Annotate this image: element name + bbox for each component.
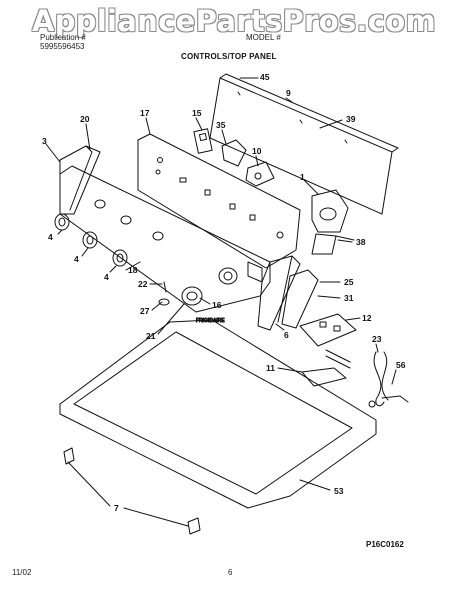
part-label-27: 27 [140, 306, 150, 316]
switch-15 [193, 128, 213, 154]
foot-7-left [63, 447, 75, 465]
part-label-4b: 4 [74, 254, 79, 264]
part-label-25: 25 [344, 277, 354, 287]
control-console [59, 165, 271, 313]
part-label-20: 20 [80, 114, 90, 124]
diagram-code: P16C0162 [366, 540, 404, 549]
part-label-11: 11 [266, 363, 275, 373]
part-label-56: 56 [396, 360, 406, 370]
publication-number: 5995596453 [40, 42, 85, 51]
part-label-38: 38 [356, 237, 366, 247]
part-label-16: 16 [212, 300, 222, 310]
harness-23 [373, 351, 385, 407]
part-27 [158, 298, 170, 306]
part-label-7: 7 [114, 503, 119, 513]
control-panel-back [137, 133, 301, 269]
part-label-17: 17 [140, 108, 150, 118]
part-labels: 45 9 39 20 17 15 35 10 1 3 38 25 31 12 1… [42, 72, 406, 513]
part-label-1: 1 [300, 172, 305, 182]
timer-10 [245, 161, 275, 187]
part-label-4a: 4 [48, 232, 53, 242]
board-12 [299, 313, 357, 347]
model-label: MODEL # [246, 33, 281, 42]
part-label-10: 10 [252, 146, 262, 156]
cover-31 [281, 269, 319, 329]
bracket-38 [311, 233, 337, 255]
part-label-3: 3 [42, 136, 47, 146]
motor-1 [311, 189, 349, 233]
watermark-logo: AppliancePartsPros.com [31, 4, 437, 38]
part-label-45: 45 [260, 72, 270, 82]
foot-7-right [187, 517, 201, 535]
part-label-9: 9 [286, 88, 291, 98]
publication-label: Publication # [40, 33, 86, 42]
svg-text:FRIGIDAIRE: FRIGIDAIRE [196, 318, 225, 324]
knob-4a [54, 213, 70, 231]
part-label-12: 12 [362, 313, 372, 323]
knob-16 [181, 286, 203, 306]
rear-panel [209, 77, 393, 215]
part-label-53: 53 [334, 486, 344, 496]
part-label-21: 21 [146, 331, 156, 341]
part-label-6: 6 [284, 330, 289, 340]
part-label-15: 15 [192, 108, 202, 118]
part-label-23: 23 [372, 334, 382, 344]
end-cap-left [59, 145, 101, 215]
switch-35 [221, 139, 247, 167]
part-label-4c: 4 [104, 272, 109, 282]
part-label-22: 22 [138, 279, 148, 289]
knob-4c [112, 249, 128, 267]
top-panel [59, 319, 377, 509]
footer-page: 6 [228, 568, 233, 577]
part-label-18: 18 [128, 265, 138, 275]
knob-4b [82, 231, 98, 249]
part-label-39: 39 [346, 114, 356, 124]
bracket-11 [301, 367, 347, 387]
cord-56 [381, 395, 409, 403]
section-title: CONTROLS/TOP PANEL [181, 52, 277, 61]
part-label-35: 35 [216, 120, 226, 130]
footer-date: 11/02 [12, 568, 32, 577]
part-label-31: 31 [344, 293, 354, 303]
